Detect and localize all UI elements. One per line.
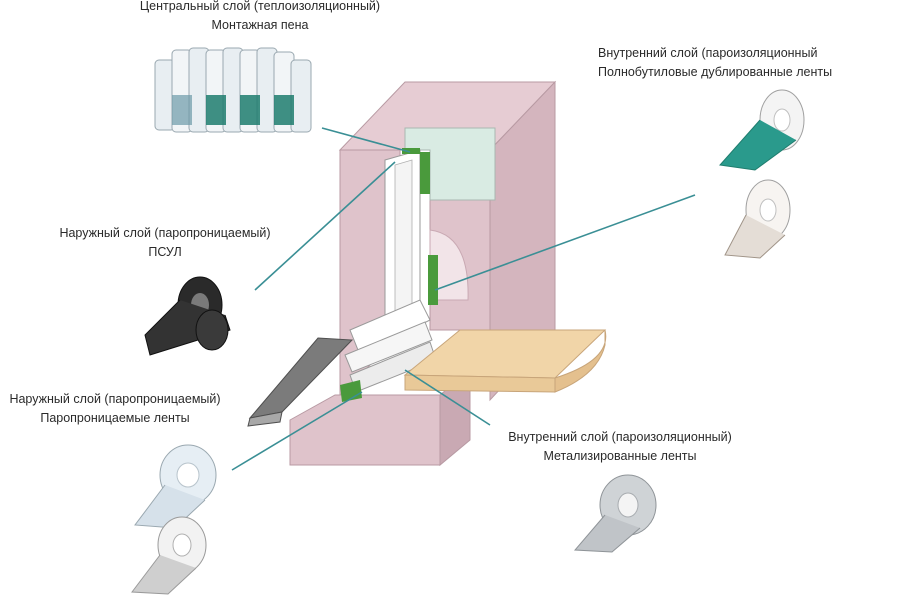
pointer-outer-tapes: [231, 391, 363, 471]
pointer-outer-psul: [254, 161, 396, 291]
label-central-layer: Центральный слой (теплоизоляционный) Мон…: [85, 0, 435, 35]
pointer-inner-top: [434, 194, 696, 291]
label-outer-layer-psul: Наружный слой (паропроницаемый) ПСУЛ: [20, 224, 310, 262]
label-central-title: Центральный слой (теплоизоляционный): [139, 0, 381, 13]
label-inner-top-title: Внутренний слой (пароизоляционный: [598, 46, 818, 60]
label-outer-tapes-title: Наружный слой (паропроницаемый): [9, 392, 221, 406]
label-inner-layer-top: Внутренний слой (пароизоляционный Полноб…: [598, 44, 832, 82]
pointer-inner-bottom: [404, 369, 491, 426]
label-outer-layer-tapes: Наружный слой (паропроницаемый) Паропрон…: [0, 390, 260, 428]
butyl-tape-rolls-icon: [719, 89, 805, 259]
label-inner-bottom-title: Внутренний слой (пароизоляционный): [508, 430, 732, 444]
vapor-permeable-tape-rolls-icon: [131, 444, 217, 595]
foam-cans-icon: [154, 47, 312, 133]
exterior-drip-sill: [247, 337, 354, 427]
wall-section: [289, 80, 557, 467]
windowsill: [403, 329, 607, 393]
pointer-central: [321, 127, 411, 153]
label-outer-psul-title: Наружный слой (паропроницаемый): [59, 226, 271, 240]
label-outer-psul-material: ПСУЛ: [148, 245, 182, 259]
pointer-lines: [231, 127, 696, 471]
psul-tape-rolls-icon: [144, 276, 231, 356]
label-central-material: Монтажная пена: [211, 18, 309, 32]
label-inner-top-material: Полнобутиловые дублированные ленты: [598, 65, 833, 79]
label-inner-bottom-material: Метализированные ленты: [543, 449, 697, 463]
label-inner-layer-bottom: Внутренний слой (пароизоляционный) Метал…: [470, 428, 770, 466]
window-frame: [340, 148, 438, 402]
metallized-tape-roll-icon: [573, 474, 657, 553]
label-outer-tapes-material: Паропроницаемые ленты: [40, 411, 190, 425]
